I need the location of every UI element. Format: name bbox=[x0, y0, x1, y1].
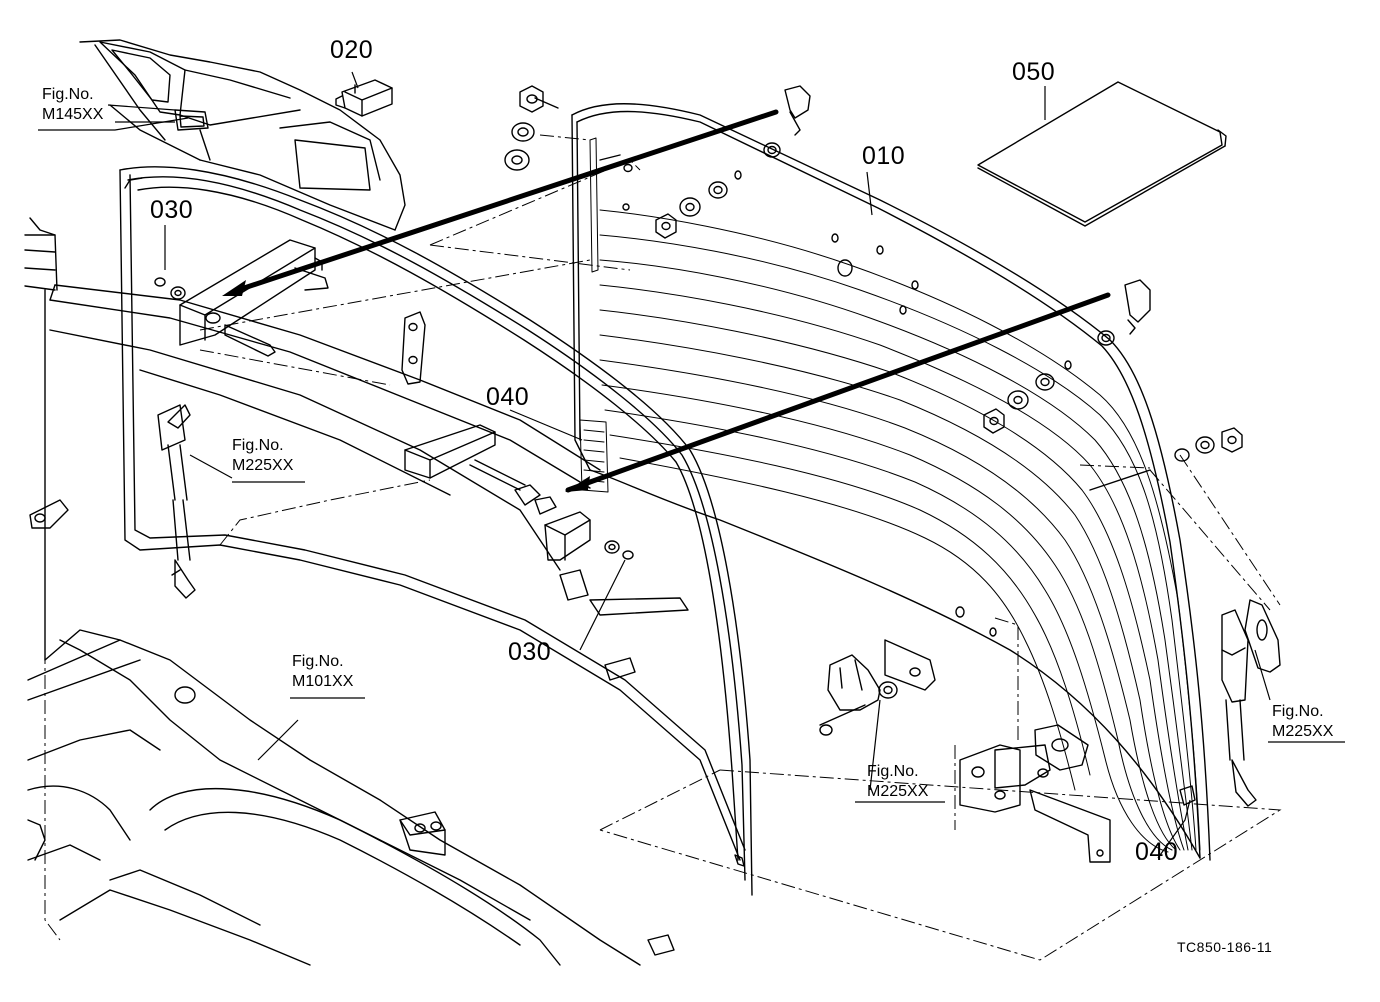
latch-bottom-center bbox=[399, 811, 675, 956]
rear-glass-010 bbox=[571, 103, 1211, 867]
label-leaders bbox=[38, 71, 1345, 859]
figure-ref-m145: Fig.No. M145XX bbox=[42, 85, 103, 125]
cab-lower-body bbox=[27, 629, 641, 966]
figure-ref-m225-bottom-line1: Fig.No. bbox=[867, 763, 919, 780]
figure-ref-m225-bottom: Fig.No. M225XX bbox=[867, 762, 928, 802]
gas-strut-left bbox=[157, 404, 196, 599]
hinge-leader-lines bbox=[235, 109, 1111, 493]
figure-ref-m145-line1: Fig.No. bbox=[42, 86, 94, 103]
figure-ref-m225-bottom-line2: M225XX bbox=[867, 783, 929, 800]
figure-ref-m145-line2: M145XX bbox=[42, 106, 104, 123]
cab-roof-console bbox=[79, 39, 406, 231]
figure-ref-m225-left: Fig.No. M225XX bbox=[232, 436, 293, 476]
hinge-bracket-upper-left bbox=[154, 239, 329, 357]
figure-ref-m225-right-line2: M225XX bbox=[1272, 723, 1334, 740]
part-label-040-lower: 040 bbox=[1135, 838, 1179, 866]
leader-arrowheads bbox=[222, 280, 590, 492]
glass-hinge-hardware-upper bbox=[622, 85, 811, 239]
seal-strip-040 bbox=[579, 137, 609, 493]
washer-stack-top bbox=[504, 85, 559, 171]
switch-020 bbox=[335, 79, 393, 117]
part-label-030-lower: 030 bbox=[508, 638, 552, 666]
document-050 bbox=[977, 81, 1227, 227]
drawing-code: TC850-186-11 bbox=[1177, 939, 1273, 955]
part-label-010: 010 bbox=[862, 142, 906, 170]
figure-ref-m225-left-line1: Fig.No. bbox=[232, 437, 284, 454]
figure-ref-m101: Fig.No. M101XX bbox=[292, 652, 353, 692]
figure-ref-m225-left-line2: M225XX bbox=[232, 457, 294, 474]
part-label-020: 020 bbox=[330, 36, 374, 64]
figure-ref-m225-right: Fig.No. M225XX bbox=[1272, 702, 1333, 742]
figure-ref-m101-line2: M101XX bbox=[292, 673, 354, 690]
part-label-030-upper: 030 bbox=[150, 196, 194, 224]
part-label-040-upper: 040 bbox=[486, 383, 530, 411]
figure-ref-m225-right-line1: Fig.No. bbox=[1272, 703, 1324, 720]
glass-hinge-hardware-right bbox=[983, 279, 1243, 462]
roof-crossbeam bbox=[49, 284, 601, 571]
cab-left-frame bbox=[24, 166, 753, 896]
hinge-bracket-center bbox=[404, 424, 689, 681]
hinge-lock-bottom bbox=[819, 639, 1111, 863]
pivot-link-left bbox=[401, 311, 426, 385]
part-label-050: 050 bbox=[1012, 58, 1056, 86]
gas-strut-right bbox=[1221, 599, 1281, 807]
bracket-lower-left bbox=[29, 499, 69, 529]
figure-ref-m101-line1: Fig.No. bbox=[292, 653, 344, 670]
